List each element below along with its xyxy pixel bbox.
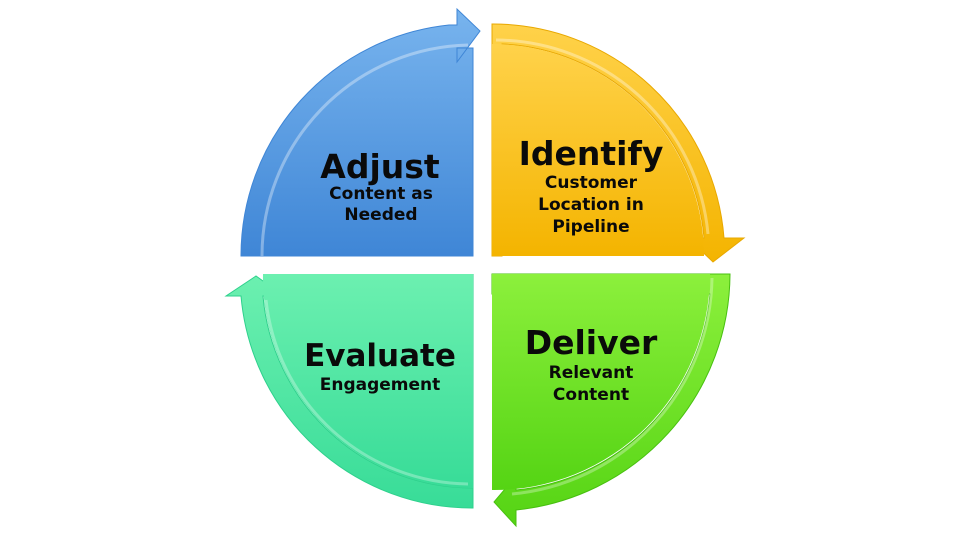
deliver-line-2: Content <box>553 385 629 405</box>
quadrant-adjust <box>240 7 481 257</box>
adjust-line-1: Content as <box>329 184 433 204</box>
deliver-title: Deliver <box>525 323 658 362</box>
label-identify: Identify Customer Location in Pipeline <box>519 134 664 237</box>
quadrant-deliver-rim <box>511 277 714 496</box>
quadrant-identify-shape <box>491 23 746 263</box>
quadrant-identify <box>491 23 746 263</box>
quadrant-deliver <box>491 273 731 528</box>
quadrant-identify-inner <box>492 44 704 256</box>
adjust-line-2: Needed <box>344 205 417 225</box>
quadrant-evaluate <box>224 274 474 509</box>
quadrant-deliver-shape <box>491 273 731 528</box>
quadrant-adjust-rim <box>260 43 469 257</box>
evaluate-line-1: Engagement <box>320 375 441 395</box>
identify-line-1: Customer <box>545 173 638 193</box>
adjust-title: Adjust <box>320 147 440 186</box>
label-evaluate: Evaluate Engagement <box>304 338 456 395</box>
identify-line-3: Pipeline <box>552 217 629 237</box>
identify-line-2: Location in <box>538 195 644 215</box>
label-deliver: Deliver Relevant Content <box>525 323 658 405</box>
quadrant-deliver-inner <box>492 274 710 491</box>
quadrant-adjust-shape <box>240 7 481 257</box>
evaluate-title: Evaluate <box>304 338 456 374</box>
quadrant-identify-rim <box>495 38 710 235</box>
quadrant-evaluate-inner <box>262 274 473 488</box>
quadrant-evaluate-rim <box>264 299 469 486</box>
quadrant-evaluate-shape <box>224 274 474 509</box>
deliver-line-1: Relevant <box>549 363 634 383</box>
label-adjust: Adjust Content as Needed <box>320 147 440 225</box>
identify-title: Identify <box>519 134 664 173</box>
